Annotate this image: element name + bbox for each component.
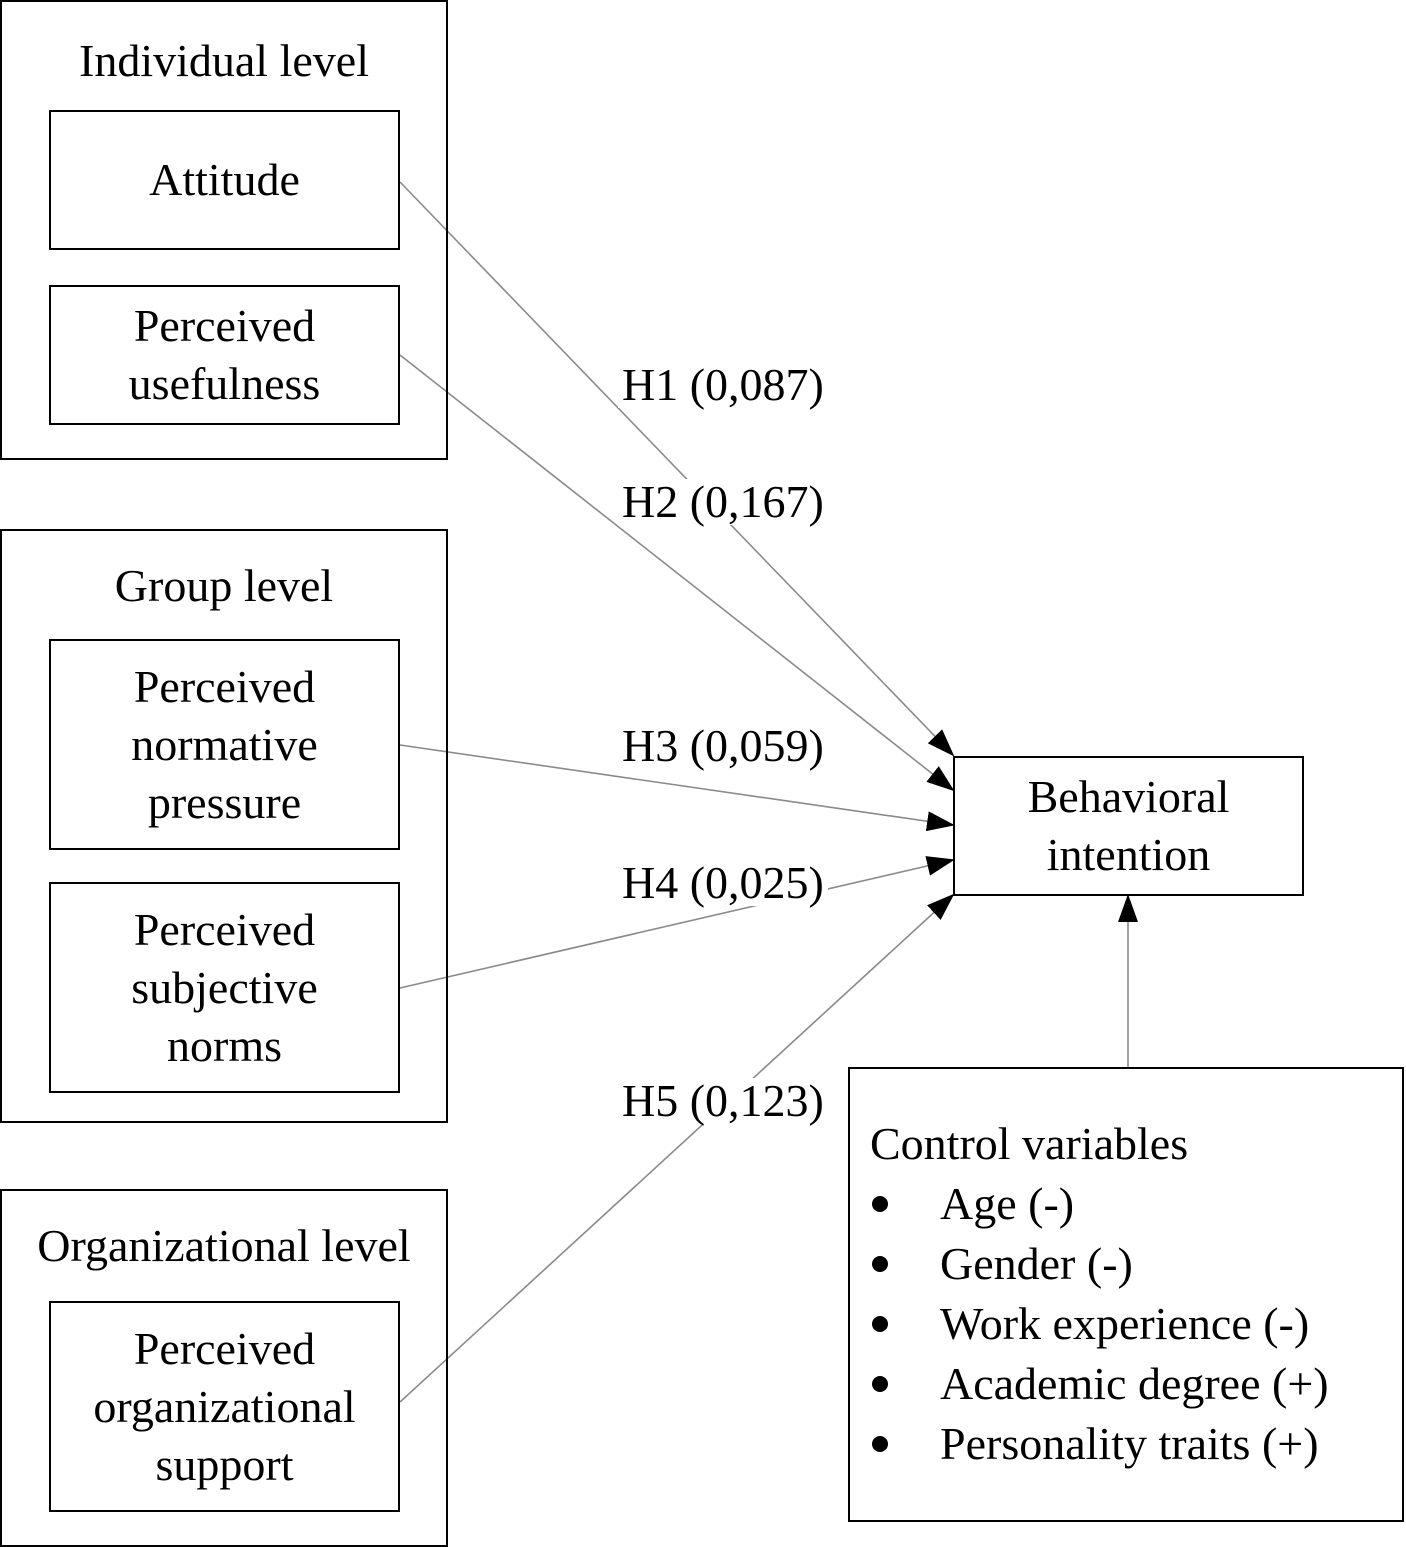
bullet-icon [872,1436,888,1452]
h4-arrow [399,856,955,989]
organizational-level-box: Organizational level [0,1189,448,1547]
bullet-icon [872,1256,888,1272]
org-support-label-line-3: support [155,1438,294,1490]
perceived-usefulness-node: Perceived usefulness [49,285,400,425]
control-item-personality-traits: Personality traits (+) [870,1414,1329,1474]
control-item-label: Gender (-) [940,1238,1133,1289]
bullet-icon [872,1316,888,1332]
organizational-level-title: Organizational level [37,1220,411,1271]
normative-label-line-2: normative [131,718,318,770]
attitude-label: Attitude [149,154,300,205]
control-variables-title: Control variables [870,1118,1189,1169]
subjective-label-line-2: subjective [131,961,318,1013]
h5-label: H5 (0,123) [618,1078,828,1124]
h1-arrow [399,181,955,757]
control-item-label: Work experience (-) [940,1298,1310,1349]
subjective-label-line-3: norms [167,1019,282,1071]
normative-label-line-1: Perceived [133,660,316,712]
h1-label: H1 (0,087) [618,362,828,408]
bullet-icon [872,1376,888,1392]
control-item-work-experience: Work experience (-) [870,1294,1329,1354]
normative-label-line-3: pressure [147,776,302,828]
h3-arrow [399,744,955,832]
control-item-label: Personality traits (+) [940,1418,1319,1469]
h2-label: H2 (0,167) [618,479,828,525]
perceived-normative-pressure-node: Perceived normative pressure [49,639,400,850]
usefulness-label-line-2: usefulness [128,358,321,409]
individual-level-title: Individual level [79,35,369,86]
subjective-label-line-1: Perceived [133,903,316,955]
control-item-academic-degree: Academic degree (+) [870,1354,1329,1414]
behavioral-label-line-1: Behavioral [1027,771,1230,822]
control-variables-box: Control variables Age (-) Gender (-) Wor… [848,1067,1404,1522]
h5-arrow [399,893,955,1403]
perceived-organizational-support-node: Perceived organizational support [49,1301,400,1512]
control-item-gender: Gender (-) [870,1234,1329,1294]
control-variables-list: Age (-) Gender (-) Work experience (-) A… [870,1174,1329,1474]
control-item-age: Age (-) [870,1174,1329,1234]
usefulness-label-line-1: Perceived [133,300,316,351]
control-item-label: Academic degree (+) [940,1358,1329,1409]
attitude-node: Attitude [49,110,400,250]
group-level-title: Group level [114,560,334,611]
behavioral-intention-node: Behavioral intention [953,756,1304,896]
h2-arrow [399,354,955,792]
h4-label: H4 (0,025) [618,860,828,906]
bullet-icon [872,1196,888,1212]
control-item-label: Age (-) [940,1178,1075,1229]
behavioral-label-line-2: intention [1046,829,1211,880]
group-level-box: Group level [0,529,448,1123]
org-support-label-line-1: Perceived [133,1322,316,1374]
perceived-subjective-norms-node: Perceived subjective norms [49,882,400,1093]
individual-level-box: Individual level [0,0,448,460]
h3-label: H3 (0,059) [618,723,828,769]
org-support-label-line-2: organizational [93,1380,356,1432]
